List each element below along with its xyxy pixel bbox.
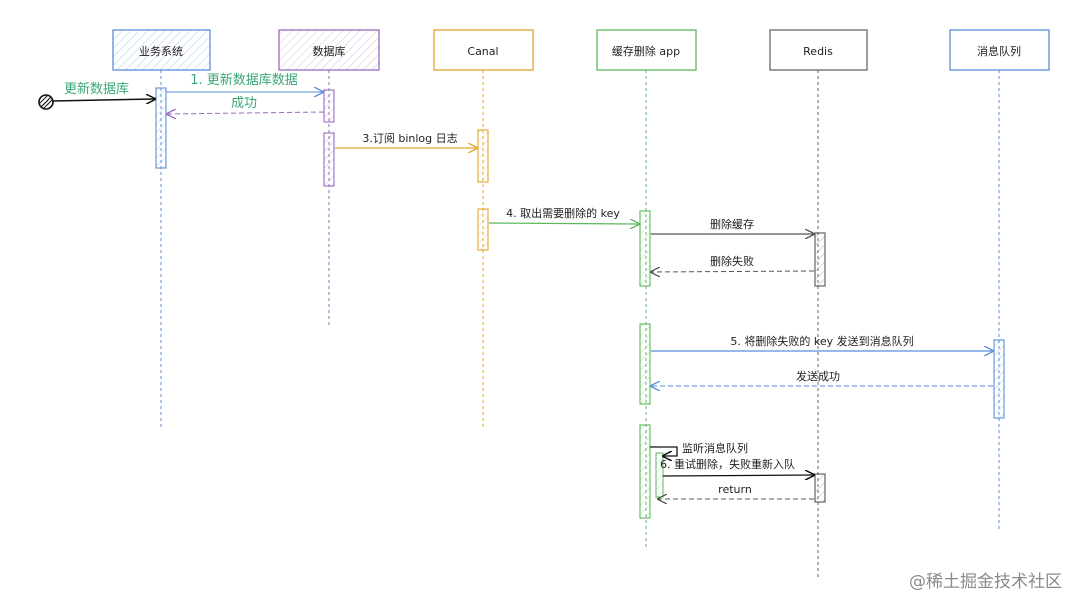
participant-label: 业务系统 bbox=[139, 45, 183, 58]
actor-hatch-icon bbox=[40, 96, 52, 108]
participant-label: 缓存删除 app bbox=[612, 44, 680, 58]
message-label: 5. 将删除失败的 key 发送到消息队列 bbox=[730, 334, 913, 348]
message-5: 删除缓存 bbox=[651, 217, 814, 234]
message-arrow bbox=[488, 223, 639, 224]
participant-app: 缓存删除 app bbox=[596, 29, 697, 71]
activation-db bbox=[323, 89, 335, 123]
participant-label: Redis bbox=[803, 45, 833, 58]
message-9: 监听消息队列 bbox=[650, 441, 748, 456]
activation-canal bbox=[477, 208, 489, 251]
message-label: return bbox=[718, 483, 752, 496]
message-2: 成功 bbox=[167, 96, 325, 114]
message-label: 3.订阅 binlog 日志 bbox=[362, 132, 457, 145]
watermark: @稀土掘金技术社区 bbox=[909, 572, 1062, 592]
actor-start: 更新数据库 bbox=[38, 81, 155, 110]
message-4: 4. 取出需要删除的 key bbox=[488, 206, 639, 224]
message-label: 删除失败 bbox=[710, 254, 754, 268]
participant-box bbox=[278, 29, 380, 71]
actor-label: 更新数据库 bbox=[64, 81, 129, 97]
activation-mq bbox=[993, 339, 1005, 419]
activation-app bbox=[639, 424, 651, 519]
message-label: 删除缓存 bbox=[710, 217, 754, 231]
actor-hatch-icon bbox=[38, 94, 49, 105]
participant-biz: 业务系统 bbox=[112, 29, 211, 71]
message-arrow bbox=[662, 475, 814, 476]
message-label: 成功 bbox=[231, 96, 257, 111]
activation-biz bbox=[155, 87, 167, 169]
message-1: 1. 更新数据库数据 bbox=[166, 72, 323, 92]
participant-label: 数据库 bbox=[313, 44, 346, 58]
participant-mq: 消息队列 bbox=[949, 29, 1050, 71]
participant-redis: Redis bbox=[769, 29, 868, 71]
participant-canal: Canal bbox=[433, 29, 534, 71]
message-arrow bbox=[651, 271, 815, 272]
message-arrow bbox=[167, 112, 325, 114]
activation-redis bbox=[814, 473, 826, 503]
activation-canal bbox=[477, 129, 489, 183]
activation-app bbox=[639, 210, 651, 287]
activation-app bbox=[639, 323, 651, 405]
participant-box bbox=[112, 29, 211, 71]
message-label: 1. 更新数据库数据 bbox=[190, 72, 298, 88]
message-10: 6. 重试删除，失败重新入队 bbox=[660, 457, 814, 476]
message-label: 6. 重试删除，失败重新入队 bbox=[660, 457, 795, 471]
message-11: return bbox=[658, 483, 814, 499]
message-6: 删除失败 bbox=[651, 254, 815, 272]
message-7: 5. 将删除失败的 key 发送到消息队列 bbox=[651, 334, 993, 351]
message-arrow-self bbox=[650, 446, 678, 456]
participant-db: 数据库 bbox=[278, 29, 380, 71]
participant-box bbox=[949, 29, 1050, 71]
participant-label: 消息队列 bbox=[977, 44, 1021, 58]
message-8: 发送成功 bbox=[651, 369, 993, 386]
activation-redis bbox=[814, 232, 826, 287]
message-3: 3.订阅 binlog 日志 bbox=[335, 132, 477, 148]
message-label: 监听消息队列 bbox=[682, 441, 748, 455]
activation-db bbox=[323, 132, 335, 187]
participant-label: Canal bbox=[467, 45, 498, 58]
message-label: 发送成功 bbox=[796, 369, 840, 383]
actor-hatch-icon bbox=[42, 98, 54, 110]
participant-box bbox=[596, 29, 697, 71]
message-label: 4. 取出需要删除的 key bbox=[506, 206, 620, 220]
actor-arrow bbox=[52, 99, 155, 101]
